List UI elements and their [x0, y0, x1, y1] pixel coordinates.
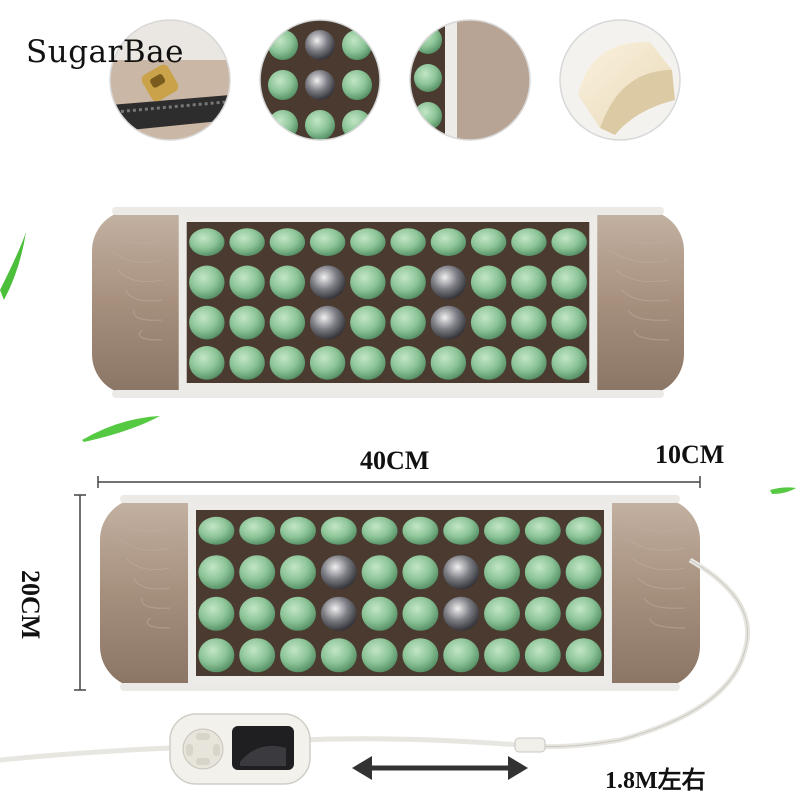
jade-stone — [511, 305, 547, 340]
jade-stone — [390, 305, 426, 340]
jade-stone — [402, 596, 439, 631]
jade-stone — [198, 516, 235, 545]
jade-stone — [443, 638, 480, 673]
jade-stone — [239, 638, 276, 673]
jade-stone — [511, 228, 547, 256]
jade-stone — [239, 516, 276, 545]
jade-stone — [280, 555, 316, 590]
pillow-bottom — [100, 495, 700, 691]
jade-stone — [229, 305, 265, 340]
jade-stone — [198, 555, 235, 590]
jade-stone — [551, 305, 587, 340]
jade-stone — [189, 265, 225, 300]
jade-stone — [484, 516, 520, 545]
jade-stone — [350, 346, 386, 380]
zipper-icon — [141, 64, 179, 102]
detail-foam — [559, 19, 681, 141]
jade-stone — [511, 346, 547, 380]
jade-stone — [390, 265, 426, 300]
jade-stone — [189, 228, 225, 256]
jade-stone — [189, 305, 225, 340]
jade-stone — [280, 596, 316, 631]
jade-stone — [350, 305, 386, 340]
jade-stone — [361, 638, 398, 673]
jade-stone — [402, 638, 439, 673]
jade-stone — [484, 596, 520, 631]
jade-stone — [470, 228, 507, 256]
jade-stone — [229, 346, 265, 380]
tourmaline-stone — [443, 596, 480, 631]
jade-stone — [565, 555, 602, 590]
tourmaline-stone — [443, 555, 480, 590]
jade-stone — [350, 265, 386, 300]
jade-stone — [361, 516, 398, 545]
jade-stone — [229, 228, 265, 256]
tourmaline-stone — [320, 555, 357, 590]
jade-stone — [309, 228, 346, 256]
jade-stone — [524, 638, 561, 673]
leaf-icon — [770, 487, 796, 494]
jade-stone — [320, 516, 357, 545]
jade-stone — [470, 346, 507, 380]
jade-stone — [443, 516, 480, 545]
jade-stone — [280, 516, 316, 545]
jade-stone — [565, 638, 602, 673]
leaf-icon — [0, 232, 26, 300]
leaf-icon — [82, 416, 160, 442]
height-dimension-line — [74, 494, 86, 691]
controller-icon — [169, 713, 311, 785]
jade-stone — [309, 346, 346, 380]
double-arrow-icon — [352, 756, 528, 780]
jade-stone — [239, 555, 276, 590]
tourmaline-stone — [309, 265, 346, 300]
jade-stone — [470, 265, 507, 300]
jade-stone — [551, 265, 587, 300]
jade-stone — [524, 555, 561, 590]
jade-stone — [511, 265, 547, 300]
jade-stone — [269, 305, 306, 340]
detail-leather — [409, 19, 531, 141]
jade-stone — [229, 265, 265, 300]
tourmaline-stone — [309, 305, 346, 340]
jade-stone — [390, 228, 426, 256]
jade-stone — [524, 516, 561, 545]
jade-stone — [402, 555, 439, 590]
jade-stone — [484, 555, 520, 590]
jade-stone — [320, 638, 357, 673]
jade-stone — [484, 638, 520, 673]
height-label: 20CM — [16, 570, 45, 640]
width-label: 40CM — [360, 446, 430, 475]
jade-stone — [430, 346, 467, 380]
end-label: 10CM — [655, 440, 725, 469]
tourmaline-stone — [430, 305, 467, 340]
jade-stone — [551, 228, 587, 256]
width-dimension-line — [97, 476, 701, 488]
jade-stone — [350, 228, 386, 256]
tourmaline-stone — [320, 596, 357, 631]
tourmaline-stone — [430, 265, 467, 300]
jade-stone — [524, 596, 561, 631]
jade-stone — [239, 596, 276, 631]
cord-length-label: 1.8M左右 — [605, 768, 706, 794]
brand-logo: SugarBae — [26, 34, 184, 70]
jade-stone — [402, 516, 439, 545]
jade-stone — [198, 638, 235, 673]
pillow-top — [92, 207, 684, 398]
jade-stone — [189, 346, 225, 380]
jade-stone — [280, 638, 316, 673]
detail-stones — [259, 19, 381, 141]
jade-stone — [430, 228, 467, 256]
jade-stone — [565, 596, 602, 631]
jade-stone — [470, 305, 507, 340]
jade-stone — [551, 346, 587, 380]
jade-stone — [565, 516, 602, 545]
jade-stone — [269, 265, 306, 300]
jade-stone — [198, 596, 235, 631]
jade-stone — [361, 555, 398, 590]
jade-stone — [361, 596, 398, 631]
jade-stone — [269, 228, 306, 256]
jade-stone — [269, 346, 306, 380]
jade-stone — [390, 346, 426, 380]
